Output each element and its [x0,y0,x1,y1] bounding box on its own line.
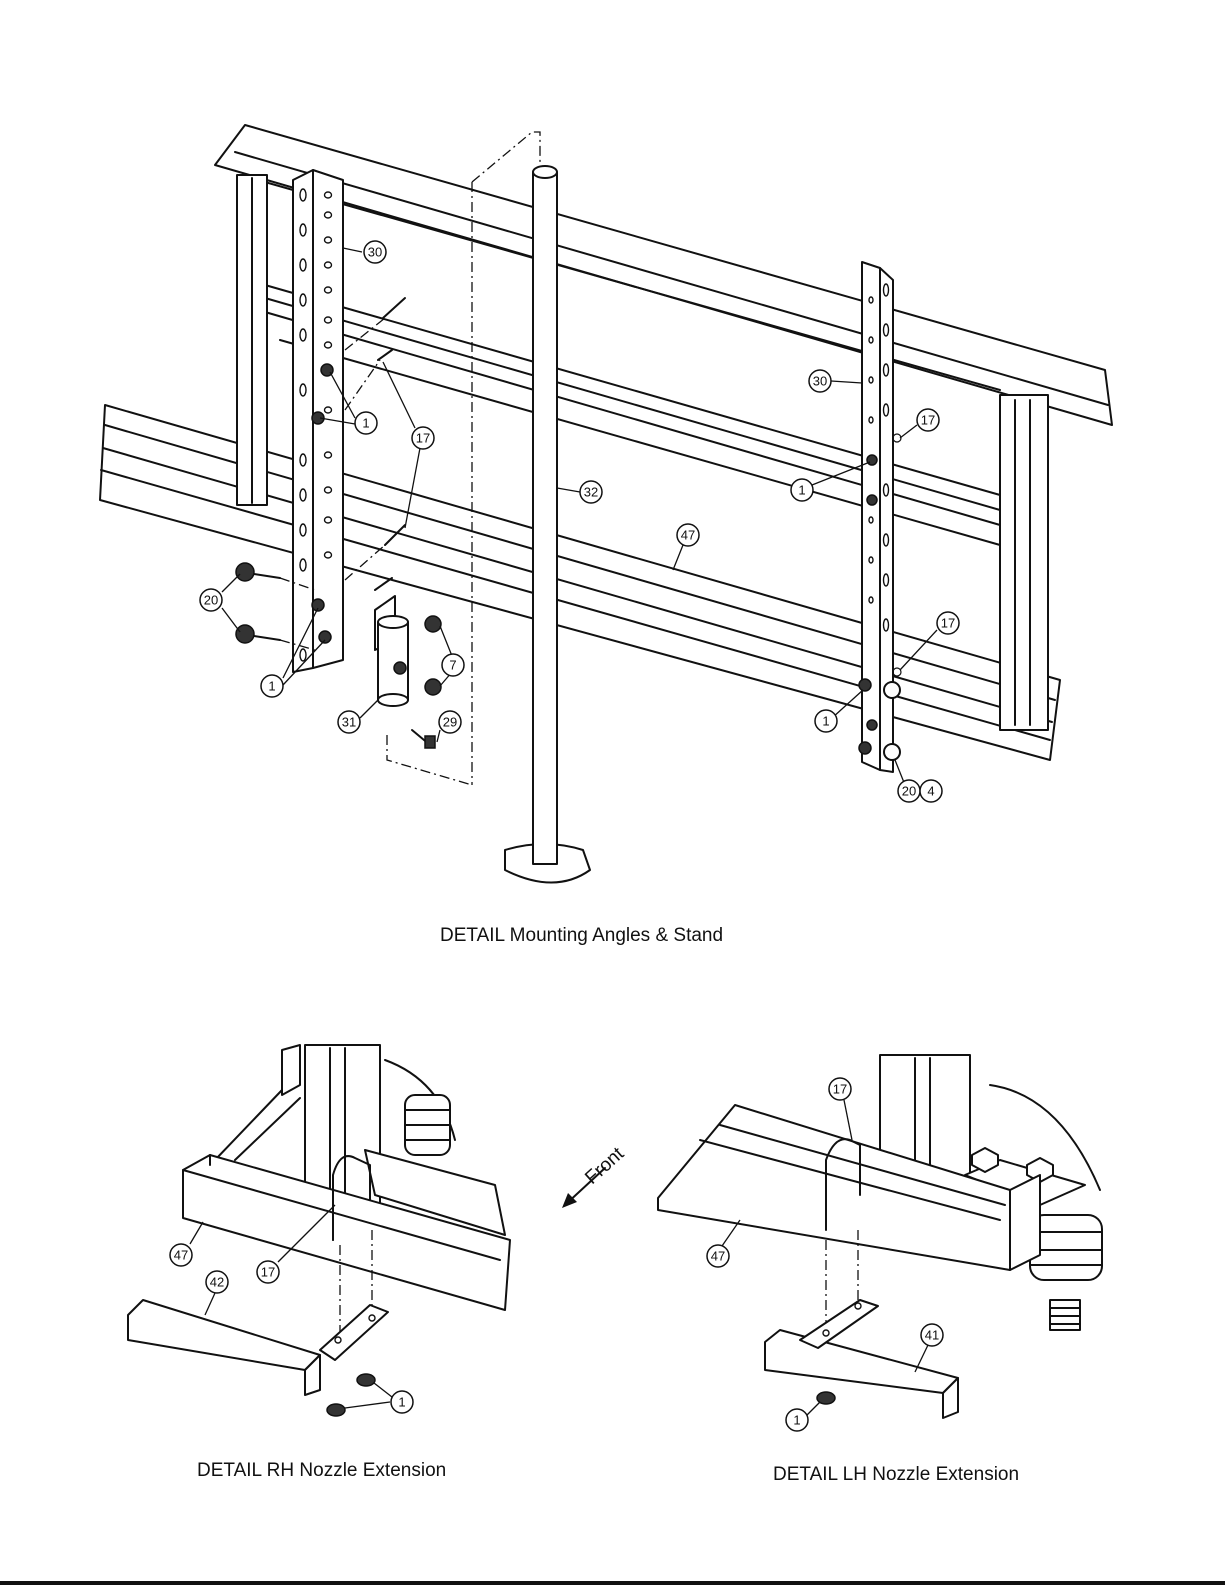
callout-bubble: 41 [921,1324,943,1346]
svg-text:1: 1 [268,679,275,694]
svg-text:30: 30 [813,374,827,389]
right-frame-post [1000,395,1048,730]
callout-bubble: 7 [442,654,464,676]
stand-holder-tube [375,596,441,748]
svg-text:47: 47 [681,528,695,543]
front-label: Front [581,1143,629,1189]
svg-text:1: 1 [793,1413,800,1428]
svg-text:17: 17 [941,616,955,631]
rh-leader [205,1293,215,1315]
left-frame-post [237,175,267,505]
svg-text:1: 1 [398,1395,405,1410]
svg-text:1: 1 [822,714,829,729]
callout-bubble: 47 [707,1245,729,1267]
callout-bubble: 17 [257,1261,279,1283]
svg-text:4: 4 [927,784,934,799]
callout-bubble: 20 [898,780,920,802]
svg-text:17: 17 [416,431,430,446]
main-detail-caption: DETAIL Mounting Angles & Stand [440,925,723,947]
svg-text:1: 1 [362,416,369,431]
main-detail: 30 1 17 32 47 20 7 31 29 30 17 1 17 1 1 … [100,125,1112,883]
page-bottom-border [0,1581,1225,1585]
callout-bubble: 1 [391,1391,413,1413]
lh-leader [722,1220,740,1246]
svg-text:30: 30 [368,245,382,260]
upper-boom-rail [215,125,1112,425]
callout-bubble: 1 [815,710,837,732]
left-nut-4 [319,631,331,643]
svg-text:29: 29 [443,715,457,730]
rh-detail: 47 17 42 1 [128,1045,510,1416]
callout-bubble: 30 [364,241,386,263]
rh-leader [345,1402,390,1408]
callout-bubble: 32 [580,481,602,503]
svg-text:7: 7 [449,658,456,673]
callout-bubble: 20 [200,589,222,611]
callout-bubble: 29 [439,711,461,733]
lh-detail: 17 47 41 1 [658,1055,1102,1431]
callout-bubble: 47 [170,1244,192,1266]
svg-text:17: 17 [833,1082,847,1097]
lh-extension [765,1300,958,1418]
rh-leader [374,1383,392,1397]
callout-bubble: 17 [412,427,434,449]
callout-bubble: 1 [791,479,813,501]
lh-leader [844,1100,852,1140]
rh-leader [190,1222,203,1244]
svg-text:42: 42 [210,1275,224,1290]
callout-bubble: 17 [917,409,939,431]
svg-text:17: 17 [261,1265,275,1280]
callout-bubble: 1 [355,412,377,434]
svg-text:20: 20 [204,593,218,608]
callout-bubble: 42 [206,1271,228,1293]
callout-bubble: 31 [338,711,360,733]
lh-detail-caption: DETAIL LH Nozzle Extension [773,1464,1019,1486]
front-direction-arrow: Front [562,1143,629,1208]
nut-7a [425,616,441,632]
callout-bubble: 30 [809,370,831,392]
callout-bubble: 47 [677,524,699,546]
svg-text:41: 41 [925,1328,939,1343]
callout-bubble: 17 [829,1078,851,1100]
callout-bubble: 1 [786,1409,808,1431]
lh-leader [807,1402,820,1415]
callout-bubble: 17 [937,612,959,634]
svg-text:1: 1 [798,483,805,498]
svg-text:31: 31 [342,715,356,730]
svg-text:47: 47 [174,1248,188,1263]
rh-detail-caption: DETAIL RH Nozzle Extension [197,1460,446,1482]
svg-text:17: 17 [921,413,935,428]
svg-text:20: 20 [902,784,916,799]
svg-text:47: 47 [711,1249,725,1264]
nut-7b [425,679,441,695]
svg-text:32: 32 [584,485,598,500]
callout-bubble: 4 [920,780,942,802]
rh-extension [128,1300,388,1416]
callout-bubble: 1 [261,675,283,697]
